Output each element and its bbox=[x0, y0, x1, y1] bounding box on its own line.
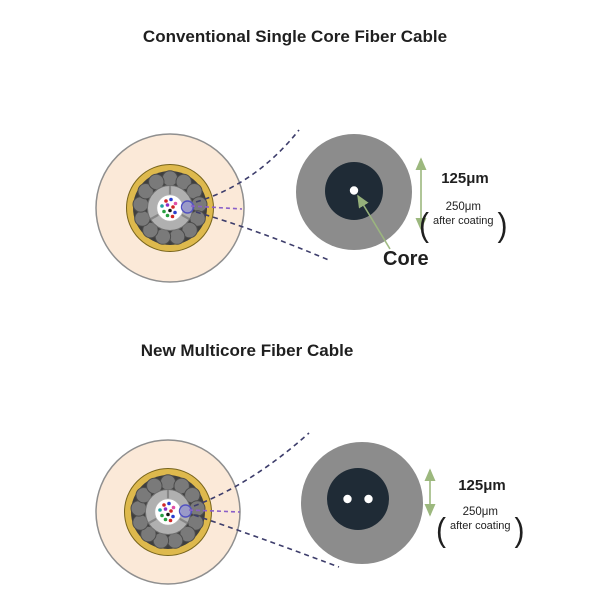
coated-diameter-label: 250μm bbox=[462, 506, 498, 518]
fiber-dot bbox=[162, 209, 166, 214]
after-coating-note: after coating bbox=[450, 520, 511, 532]
armor-wire bbox=[137, 183, 154, 200]
armor-wire bbox=[140, 525, 157, 543]
fiber-dot bbox=[171, 514, 175, 519]
armor-wire bbox=[166, 532, 184, 549]
multicore-fiber-magnified bbox=[301, 442, 436, 564]
highlighted-fiber bbox=[178, 504, 193, 518]
fiber-dot bbox=[167, 501, 171, 506]
paren-close: ) bbox=[497, 206, 508, 244]
cladding-diameter-label: 125μm bbox=[441, 170, 489, 187]
fiber-dot bbox=[170, 214, 175, 219]
fiber-dots bbox=[158, 501, 176, 523]
multicore-magnifier-lines bbox=[188, 432, 340, 568]
coated-diameter-group: ( 250μm after coating ) bbox=[436, 506, 525, 547]
fiber-dots bbox=[160, 197, 178, 219]
fiber-dot bbox=[173, 210, 177, 215]
fiber-dot bbox=[165, 203, 170, 207]
coated-diameter-group: ( 250μm after coating ) bbox=[419, 201, 508, 242]
single-core-cable-cross-section bbox=[95, 133, 245, 283]
fiber-dot bbox=[169, 509, 173, 513]
armor-wire bbox=[142, 221, 159, 239]
tube-spokes bbox=[150, 186, 190, 220]
coated-diameter-text: 250μm after coating bbox=[446, 506, 515, 532]
fiber-dot bbox=[171, 505, 176, 510]
armor-wire bbox=[135, 487, 152, 504]
fiber-dot bbox=[169, 197, 173, 202]
fiber-dot bbox=[160, 513, 164, 518]
armor-wire bbox=[168, 228, 186, 245]
magnifier-dash-upper bbox=[193, 432, 310, 507]
after-coating-note: after coating bbox=[433, 215, 494, 227]
core-pointer-arrow bbox=[357, 194, 391, 250]
fiber-dot bbox=[168, 208, 172, 213]
fiber-dot bbox=[160, 204, 164, 208]
fiber-core-dot bbox=[343, 494, 352, 504]
fiber-cladding bbox=[327, 468, 389, 530]
tube-spoke bbox=[150, 213, 160, 220]
section-title-single-core: Conventional Single Core Fiber Cable bbox=[142, 27, 448, 46]
fiber-dot bbox=[173, 201, 178, 206]
paren-open: ( bbox=[419, 206, 429, 244]
multicore-cable-cross-section bbox=[95, 439, 241, 585]
fiber-dot bbox=[171, 205, 175, 209]
paren-open: ( bbox=[436, 511, 446, 549]
fiber-dot bbox=[163, 507, 168, 511]
fiber-dot bbox=[162, 503, 166, 507]
tube-spokes bbox=[148, 490, 188, 524]
tube-spoke bbox=[178, 517, 188, 524]
section-title-multicore: New Multicore Fiber Cable bbox=[140, 341, 354, 360]
core-label: Core bbox=[383, 248, 429, 270]
fiber-dot bbox=[163, 517, 168, 522]
fiber-dot bbox=[164, 199, 168, 203]
fiber-dot bbox=[165, 213, 170, 218]
fiber-core-dot bbox=[364, 494, 373, 504]
highlighted-fiber bbox=[180, 200, 195, 214]
magnifier-dash-lower bbox=[195, 211, 332, 262]
tube-spoke bbox=[180, 213, 190, 220]
coated-diameter-text: 250μm after coating bbox=[429, 201, 498, 227]
fiber-core-dot bbox=[349, 186, 359, 195]
magnifier-dash-purple bbox=[190, 205, 243, 210]
magnifier-dash-upper bbox=[195, 129, 300, 203]
fiber-dot bbox=[168, 518, 173, 523]
coated-diameter-label: 250μm bbox=[445, 201, 481, 213]
single-core-fiber-magnified bbox=[296, 134, 427, 250]
single-core-magnifier-lines bbox=[190, 129, 332, 262]
armor-wire bbox=[161, 170, 179, 187]
tube-spoke bbox=[148, 517, 158, 524]
paren-close: ) bbox=[514, 511, 525, 549]
fiber-dot bbox=[158, 508, 162, 512]
fiber-dot bbox=[166, 512, 170, 517]
magnifier-dash-purple bbox=[188, 509, 241, 513]
armor-wire bbox=[159, 474, 177, 491]
cladding-diameter-label: 125μm bbox=[458, 477, 506, 494]
armor-wires bbox=[130, 474, 206, 549]
armor-wires bbox=[132, 170, 208, 245]
